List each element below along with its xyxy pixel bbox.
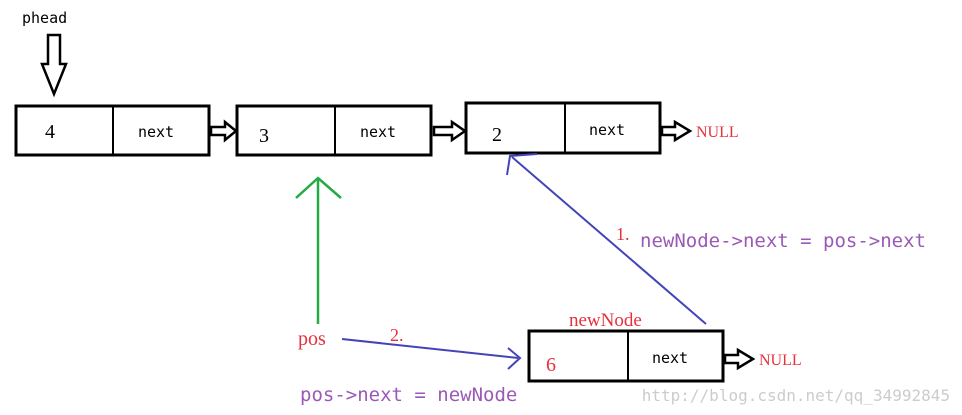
link-arrow-2-3 bbox=[432, 119, 468, 143]
node-3-value: 2 bbox=[492, 124, 502, 146]
step-2-arrow-shaft bbox=[341, 338, 519, 359]
node-1-next-label: next bbox=[138, 123, 174, 141]
step-1-arrow-shaft bbox=[511, 156, 707, 325]
new-node-box bbox=[527, 329, 725, 383]
step-1-arrow-head bbox=[506, 153, 538, 176]
step-1-arrow bbox=[506, 153, 707, 325]
step-2-arrow-head bbox=[507, 347, 522, 370]
link-arrow-3-null bbox=[660, 119, 693, 143]
node-2: 3 next bbox=[235, 104, 433, 157]
node-3: 2 next bbox=[464, 101, 662, 155]
step-1-code: newNode->next = pos->next bbox=[640, 230, 926, 252]
node-1: 4 next bbox=[14, 104, 211, 157]
pos-pointer-arrow bbox=[295, 176, 342, 324]
node-2-next-label: next bbox=[360, 123, 396, 141]
phead-label: phead bbox=[22, 9, 67, 27]
new-node-value: 6 bbox=[546, 354, 556, 376]
new-node-label: newNode bbox=[569, 310, 642, 331]
pos-label: pos bbox=[298, 328, 326, 350]
step-2-arrow bbox=[341, 338, 522, 370]
step-2-number: 2. bbox=[390, 325, 404, 345]
step-1-number: 1. bbox=[616, 224, 630, 244]
node-3-next-label: next bbox=[589, 121, 625, 139]
new-node-next-label: next bbox=[652, 349, 688, 367]
node-1-value: 4 bbox=[45, 121, 55, 143]
pos-pointer-head bbox=[295, 176, 342, 199]
null-label-bottom: NULL bbox=[759, 352, 802, 369]
new-node-null-arrow bbox=[723, 347, 756, 371]
phead-arrow bbox=[40, 33, 68, 98]
null-label-top: NULL bbox=[696, 124, 739, 141]
link-arrow-1-2 bbox=[209, 119, 238, 143]
step-2-code: pos->next = newNode bbox=[300, 384, 517, 406]
new-node: 6 next bbox=[527, 329, 725, 383]
watermark: http://blog.csdn.net/qq_34992845 bbox=[642, 386, 950, 405]
node-2-value: 3 bbox=[259, 125, 269, 147]
node-3-box bbox=[464, 101, 662, 155]
